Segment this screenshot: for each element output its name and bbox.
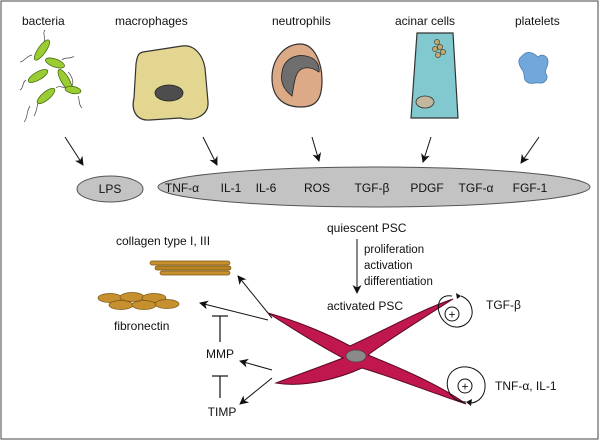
mediator-lps: LPS: [99, 182, 122, 196]
lps-ellipse: [76, 175, 144, 203]
label-autocrine-tnf-il1: TNF-α, IL-1: [495, 379, 557, 393]
mediator-tgf-alpha: TGF-α: [459, 181, 494, 195]
label-collagen: collagen type I, III: [116, 234, 210, 248]
inhibition-lines: [212, 315, 228, 398]
label-bacteria: bacteria: [22, 14, 65, 28]
platelet-icon: [518, 51, 549, 84]
mediator-tnf-alpha: TNF-α: [165, 181, 199, 195]
label-activation: activation: [364, 260, 413, 272]
source-arrows: [64, 136, 540, 166]
label-autocrine-tgf-beta: TGF-β: [486, 298, 521, 312]
autocrine-loop-tgf-beta: +: [437, 293, 473, 328]
label-neutrophils: neutrophils: [272, 14, 331, 28]
label-macrophages: macrophages: [115, 14, 188, 28]
psc-nucleus: [345, 349, 367, 363]
plus-sign: +: [461, 380, 468, 394]
fibronectin-icon: [97, 292, 180, 310]
label-activated-psc: activated PSC: [327, 299, 403, 313]
neutrophil-icon: [271, 43, 323, 108]
mediator-tgf-beta: TGF-β: [355, 181, 390, 195]
mediator-il-6: IL-6: [256, 181, 277, 195]
label-platelets: platelets: [515, 14, 560, 28]
label-proliferation: proliferation: [364, 244, 424, 256]
label-quiescent-psc: quiescent PSC: [327, 221, 407, 235]
plus-sign: +: [448, 308, 455, 322]
label-acinar-cells: acinar cells: [395, 14, 455, 28]
label-mmp: MMP: [206, 347, 234, 361]
collagen-fibres-icon: [149, 260, 232, 276]
label-differentiation: differentiation: [364, 276, 433, 288]
bacteria-icon: [19, 29, 83, 123]
mediator-il-1: IL-1: [221, 181, 242, 195]
autocrine-loop-tnf-il1: +: [446, 366, 486, 406]
mediator-fgf-1: FGF-1: [513, 181, 548, 195]
mediator-ros: ROS: [304, 181, 330, 195]
acinar-cell-icon: [410, 32, 459, 119]
psc-output-arrows: [199, 275, 273, 405]
mediator-pdgf: PDGF: [410, 181, 443, 195]
label-timp: TIMP: [208, 405, 237, 419]
label-fibronectin: fibronectin: [114, 319, 169, 333]
macrophage-icon: [132, 45, 209, 121]
mediators-ellipse: [157, 166, 591, 208]
